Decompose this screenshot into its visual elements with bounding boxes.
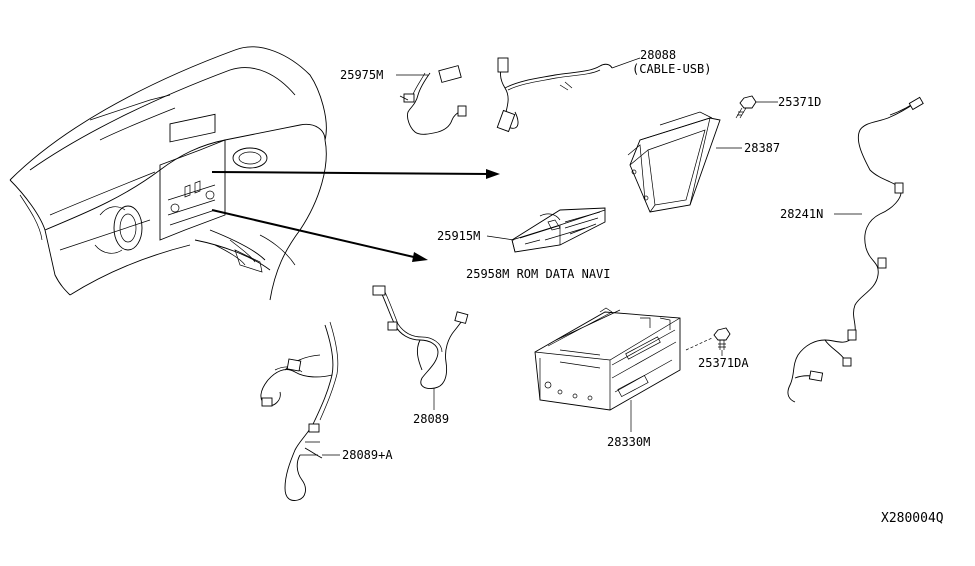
screw-25371da[interactable]	[685, 327, 731, 351]
display-unit-28387[interactable]	[627, 111, 721, 213]
callout-arrows	[211, 169, 500, 262]
nav-module-25915m[interactable]	[511, 207, 606, 253]
label-28089a: 28089+A	[342, 448, 393, 462]
control-unit-28330m[interactable]	[534, 307, 681, 411]
cable-usb-28088[interactable]	[496, 57, 613, 133]
dashboard-illustration	[9, 46, 327, 301]
label-25371da: 25371DA	[698, 356, 749, 370]
diagram-ref-code: X280004Q	[881, 511, 944, 526]
label-25371d: 25371D	[778, 95, 821, 109]
harness-28089a[interactable]	[260, 321, 339, 501]
harness-25975m[interactable]	[399, 65, 467, 135]
label-28088-desc: (CABLE-USB)	[632, 62, 711, 76]
screw-25371d[interactable]	[735, 95, 757, 119]
label-28241n: 28241N	[780, 207, 823, 221]
label-28088: 28088	[640, 48, 676, 62]
label-25975m: 25975M	[340, 68, 383, 82]
label-25915m: 25915M	[437, 229, 480, 243]
label-28387: 28387	[744, 141, 780, 155]
label-28089: 28089	[413, 412, 449, 426]
label-25958m: 25958M ROM DATA NAVI	[466, 267, 611, 281]
label-28330m: 28330M	[607, 435, 650, 449]
harness-28089[interactable]	[372, 285, 469, 389]
antenna-cable-28241n[interactable]	[787, 96, 924, 403]
